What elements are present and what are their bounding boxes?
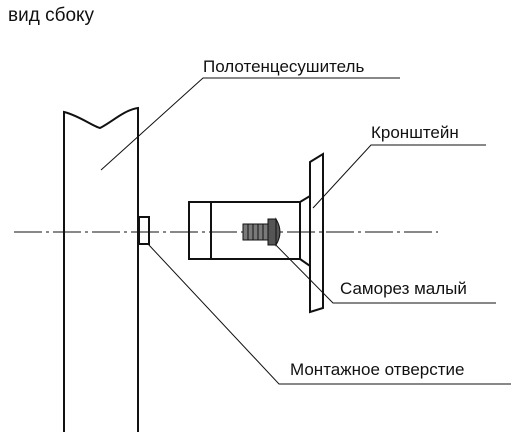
label-towel-dryer: Полотенцесушитель (203, 57, 365, 76)
leader-screw (262, 231, 496, 304)
label-mount-hole: Монтажное отверстие (290, 360, 465, 379)
leader-bracket (312, 144, 486, 209)
towel-dryer-pipe (63, 106, 139, 432)
leader-towel-dryer (100, 77, 400, 171)
bracket-plate (309, 152, 324, 314)
small-screw (242, 217, 281, 247)
mount-hole (138, 216, 150, 245)
label-bracket: Кронштейн (371, 123, 459, 142)
label-screw: Саморез малый (340, 279, 467, 298)
view-title: вид сбоку (8, 5, 95, 26)
bracket-flange (299, 194, 311, 268)
leader-mount-hole (147, 243, 511, 385)
bracket-cylinder (188, 201, 301, 260)
